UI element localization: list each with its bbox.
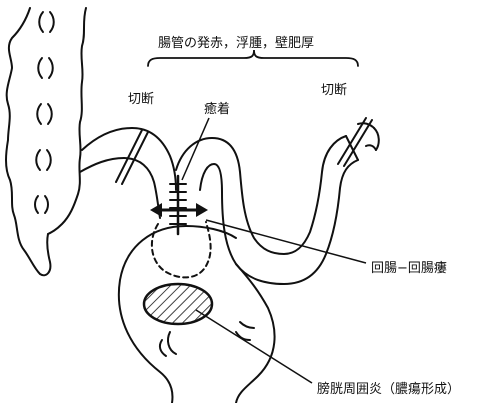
leader-fistula [206, 220, 366, 263]
label-fistula: 回腸−回腸瘻 [371, 261, 447, 276]
haustra-mark [47, 150, 51, 170]
bladder-outline-right [236, 264, 275, 403]
bladder-fold [160, 340, 166, 356]
label-abscess: 膀胱周囲炎（膿瘍形成） [317, 381, 460, 397]
colon-inner-wall [48, 8, 86, 234]
cut-mark-left [116, 130, 142, 182]
ileum-middle-upper-wall [176, 136, 346, 254]
cut-mark-right [338, 118, 366, 164]
label-cut-left: 切断 [128, 92, 154, 107]
haustra-mark [50, 12, 54, 32]
double-arrow-head-right [196, 203, 208, 217]
haustra-mark [49, 58, 53, 78]
colon-outer-wall [6, 8, 50, 275]
haustra-mark [36, 150, 40, 170]
label-adhesion: 癒着 [204, 101, 230, 117]
haustra-mark [48, 104, 52, 124]
haustra-mark [37, 104, 41, 124]
label-top: 腸管の発赤，浮腫，壁肥厚 [158, 35, 314, 51]
ileum-middle-lower-wall [200, 160, 358, 284]
small-bowel [80, 118, 379, 284]
haustra-mark [45, 196, 48, 213]
ileum-right-stub-lower [366, 145, 376, 150]
bladder-fold [240, 322, 254, 328]
bladder-fold [168, 332, 176, 354]
abscess-region [144, 284, 212, 324]
top-brace [148, 50, 358, 66]
ileum-left-lower-wall [80, 158, 160, 218]
label-cut-right: 切断 [321, 83, 347, 98]
haustra-mark [35, 196, 38, 213]
leader-abscess [196, 310, 312, 383]
haustra-mark [38, 58, 42, 78]
double-arrow-head-left [150, 203, 162, 217]
colon [6, 8, 86, 275]
haustra-mark [39, 12, 43, 32]
